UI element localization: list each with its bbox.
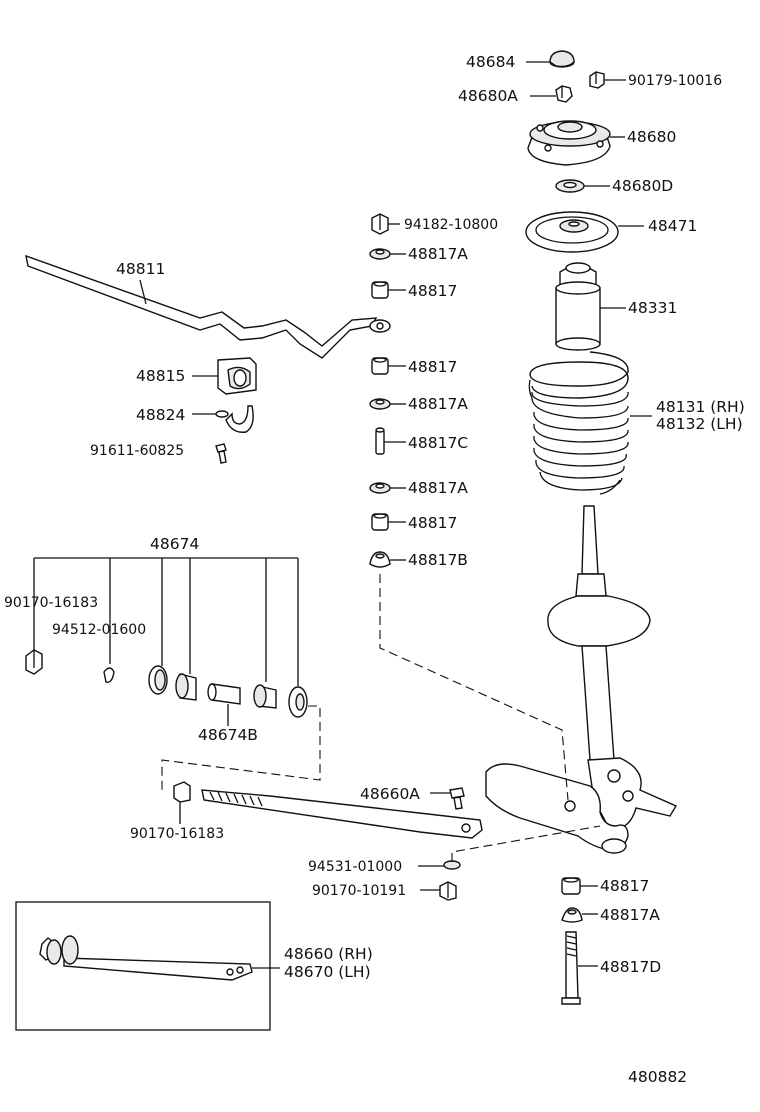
retainer-48817A-4 [561,907,583,923]
label-94531: 94531-01000 [308,859,402,875]
label-48817A-4: 48817A [600,906,660,924]
label-90179: 90179-10016 [628,73,722,89]
label-48132: 48132 (LH) [656,415,743,433]
dashed-guide-1 [379,574,569,801]
spring-seat-48471 [525,211,619,253]
label-48670: 48670 (LH) [284,963,371,981]
inset-box [15,901,271,1031]
nut-90179 [589,71,605,89]
label-48680D: 48680D [612,177,673,195]
inset-strut-bar-assembly [39,935,253,981]
cushion-48817-1 [371,281,389,299]
leader-48811 [139,279,147,305]
dashed-guide-2 [161,705,321,790]
bolt-91611 [215,443,227,464]
nut-90170-a [25,649,43,675]
diagram-reference-number: 480882 [628,1068,687,1086]
label-94512: 94512-01600 [52,622,146,638]
label-48680: 48680 [627,128,676,146]
label-48131: 48131 (RH) [656,398,745,416]
dashed-guide-3 [451,825,601,862]
label-48817C: 48817C [408,434,468,452]
lower-control-arm [485,763,629,854]
label-48684: 48684 [466,53,515,71]
stabilizer-bar-48811 [25,254,391,359]
label-48817-4: 48817 [600,877,649,895]
label-48817-3: 48817 [408,514,457,532]
label-48817-2: 48817 [408,358,457,376]
cushion-48817-3 [371,513,389,531]
bracket-48674 [33,557,299,686]
label-48471: 48471 [648,217,697,235]
washer-94531 [443,860,461,870]
cushion-48817-4 [561,877,581,895]
label-90170-10191: 90170-10191 [312,883,406,899]
bushing-48815 [217,357,257,395]
cushion-48817-2 [371,357,389,375]
label-94182: 94182-10800 [404,217,498,233]
washer-48817A-2 [369,398,391,410]
nut-94182 [371,213,389,235]
label-48817A-3: 48817A [408,479,468,497]
washer-48680D [555,179,585,193]
label-48817A-1: 48817A [408,245,468,263]
label-90170-16183-b: 90170-16183 [130,826,224,842]
bolt-48817D [561,931,581,1005]
washer-48817A-3 [369,482,391,494]
coil-spring-48131 [528,351,629,495]
washer-94512 [103,667,115,683]
bracket-48824 [215,405,254,433]
cap-48684 [549,50,575,68]
bolt-48660A [449,787,465,810]
label-48660: 48660 (RH) [284,945,373,963]
label-90170-16183-a: 90170-16183 [4,595,98,611]
nut-48680A [555,85,573,103]
label-48815: 48815 [136,367,185,385]
bump-stopper-48331 [555,262,601,351]
label-48811: 48811 [116,260,165,278]
label-48331: 48331 [628,299,677,317]
nut-90170-b [173,781,191,803]
washer-48674-1 [148,665,168,695]
strut-bar-48660 [201,789,483,839]
washer-48674-2 [288,686,308,718]
strut-assembly [547,505,678,831]
label-91611: 91611-60825 [90,443,184,459]
label-48660A: 48660A [360,785,420,803]
nut-90170-10191 [439,881,457,901]
collar-48674B [207,683,241,705]
bushing-48674-2 [253,684,277,709]
label-48817A-2: 48817A [408,395,468,413]
label-48674B: 48674B [198,726,258,744]
label-48817-1: 48817 [408,282,457,300]
top-mount-48680 [527,120,611,166]
label-48817B: 48817B [408,551,468,569]
collar-48817C [375,427,385,455]
label-48817D: 48817D [600,958,661,976]
washer-48817A-1 [369,248,391,260]
label-48680A: 48680A [458,87,518,105]
label-48824: 48824 [136,406,185,424]
retainer-48817B [369,551,391,568]
bushing-48674-1 [175,673,197,701]
label-48674: 48674 [150,535,199,553]
